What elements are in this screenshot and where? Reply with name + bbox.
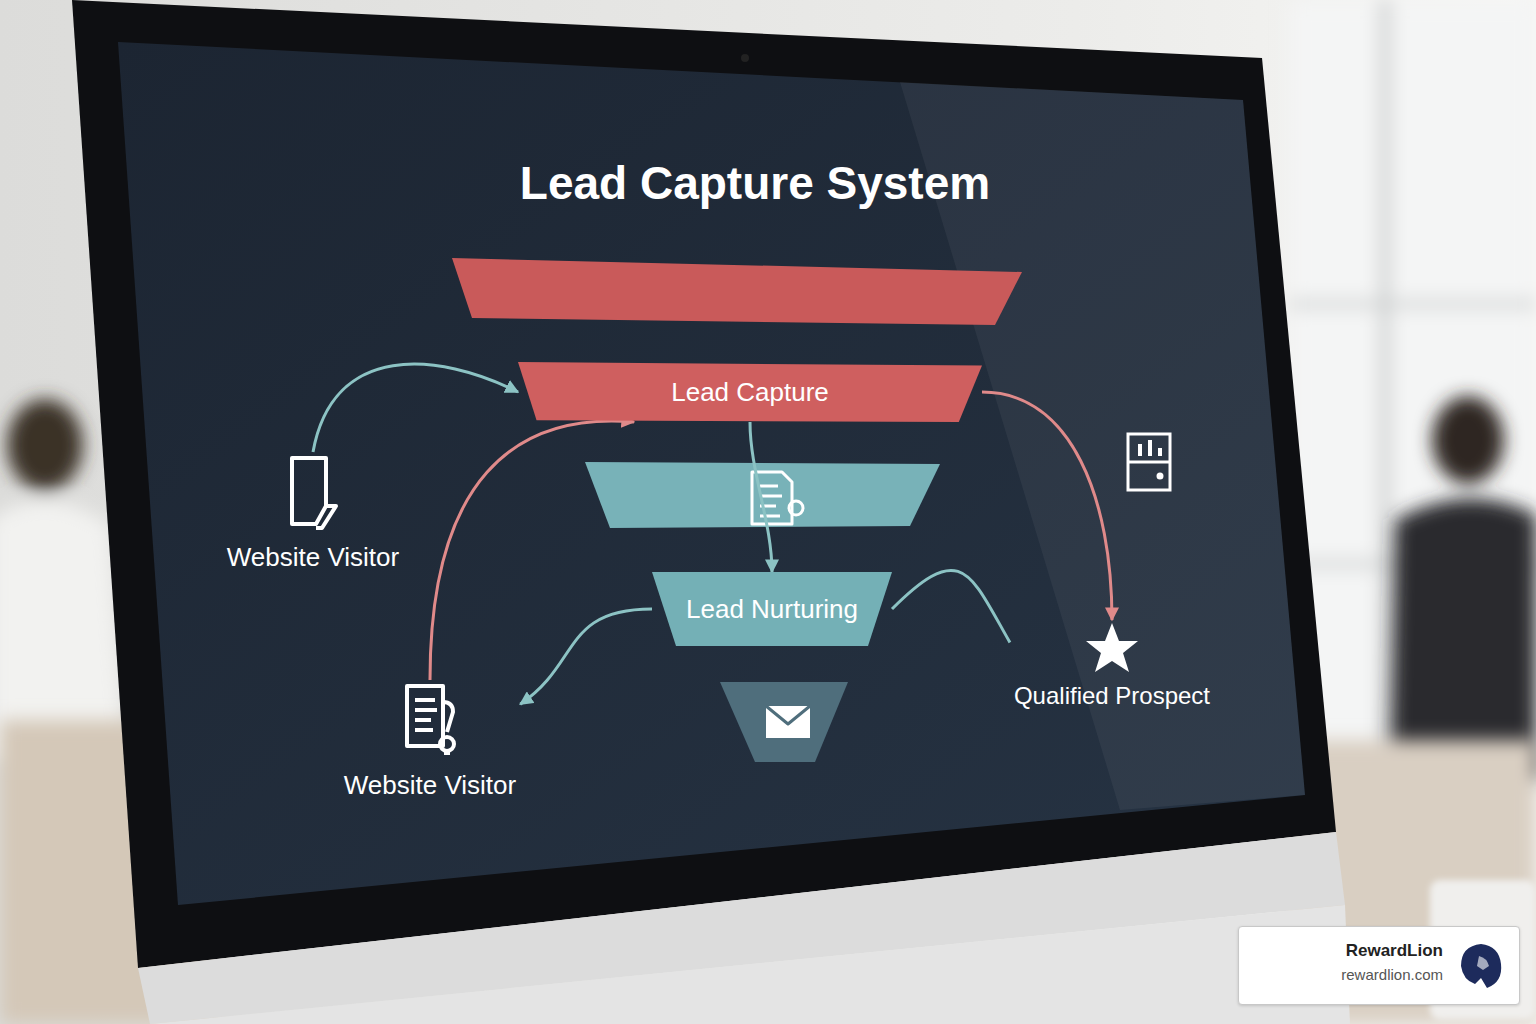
node-label: Qualified Prospect [1014, 682, 1210, 710]
flow-arrow [520, 609, 652, 704]
node-label: Website Visitor [227, 542, 399, 573]
document-icon [752, 472, 803, 524]
visitor-node: Website Visitor [340, 680, 520, 801]
monitor-bezel [72, 0, 1336, 968]
monitor-base [150, 905, 1350, 1024]
lion-mark [1451, 938, 1507, 994]
icon-holder [1014, 620, 1210, 676]
brand-name: RewardLion [1255, 941, 1443, 961]
node-label: Website Visitor [344, 770, 516, 801]
diagram-title: Lead Capture System [405, 156, 1105, 210]
prospect-node: Qualified Prospect [1010, 620, 1214, 710]
band-fill [518, 362, 982, 422]
band-label: Lead Capture [671, 377, 829, 408]
funnel-band: Lead Capture [518, 362, 982, 422]
flow-arrow [892, 570, 1010, 642]
blurred-person-right [1390, 396, 1536, 780]
funnel-band: Lead Nurturing [652, 572, 892, 646]
visitor-node: Website Visitor [223, 452, 403, 573]
funnel-band-top [452, 258, 1022, 325]
flow-arrow [430, 421, 634, 680]
dashboard-icon [1128, 434, 1170, 490]
flow-arrow [982, 392, 1112, 620]
star-icon [1084, 620, 1140, 676]
flow-arrow [750, 422, 772, 572]
webcam [741, 54, 749, 62]
screen [118, 42, 1305, 905]
lion-logo [1451, 938, 1507, 994]
icon-holder [344, 680, 516, 764]
band-fill [652, 572, 892, 646]
visitor-icon [278, 452, 348, 536]
icon-holder [227, 452, 399, 536]
funnel-band-bottom [720, 682, 848, 762]
visitor-icon [395, 680, 465, 764]
funnel-band-middle [585, 462, 940, 528]
band-label: Lead Nurturing [686, 594, 858, 625]
flow-arrow [313, 364, 518, 452]
envelope-icon [766, 706, 810, 738]
brand-url: rewardlion.com [1255, 966, 1443, 983]
brand-badge: RewardLion rewardlion.com [1238, 926, 1520, 1005]
